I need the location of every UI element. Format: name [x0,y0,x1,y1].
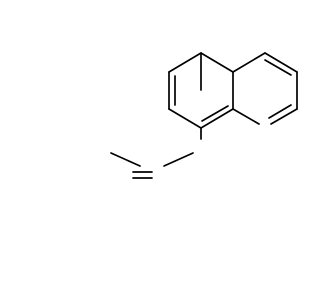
bond [110,152,141,167]
structure-diagram [110,52,298,179]
bond [268,104,292,119]
bond [232,108,260,125]
bond [168,108,202,129]
bond [201,105,229,122]
bond [168,52,202,73]
bond [270,108,298,125]
bond [200,52,234,73]
bond [264,59,292,76]
bond-layer [110,52,298,179]
bond [200,108,234,129]
molecule-canvas [110,52,298,179]
bond [264,52,298,73]
bond [163,152,194,167]
bond [232,52,266,73]
